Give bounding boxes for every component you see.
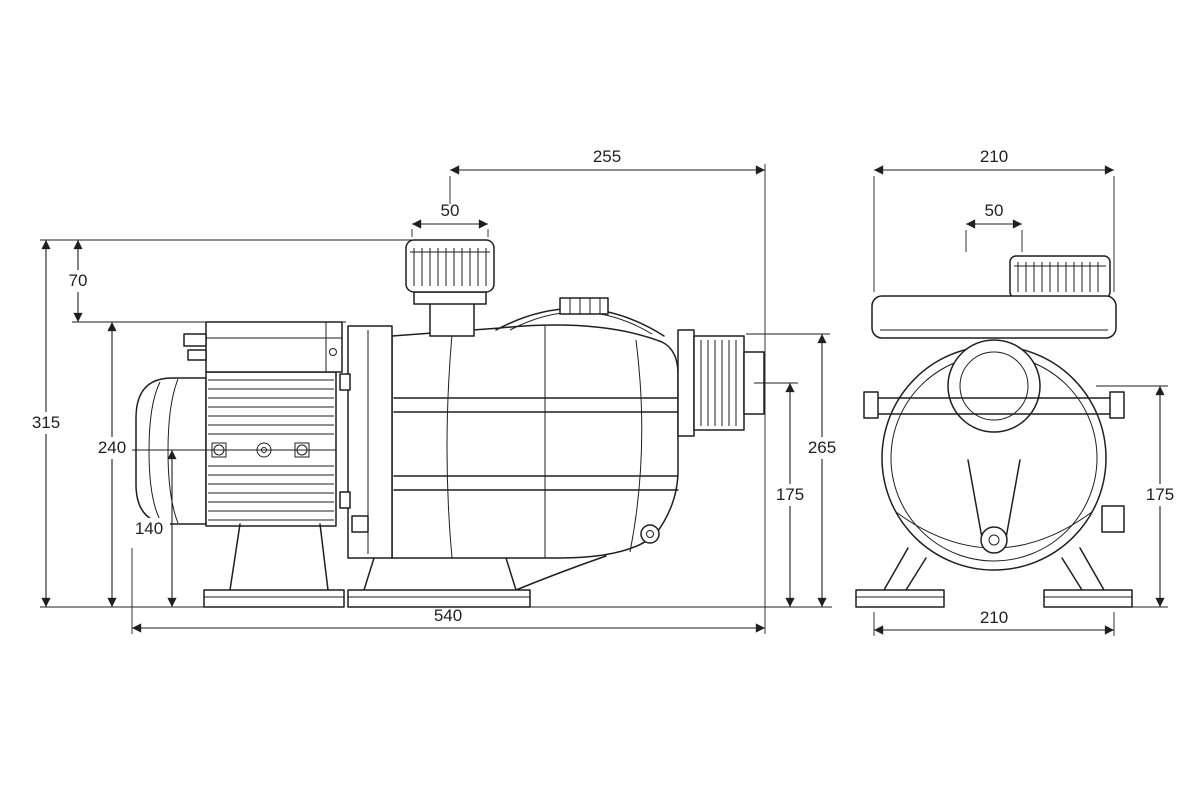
dim-side-outlet-top-height: 265 [802,334,842,607]
dim-side-lid-to-outlet: 255 [450,147,765,175]
dim-side-motor-height: 240 [92,322,132,607]
strainer-lid [405,239,495,337]
dim-label-175-front: 175 [1146,485,1174,504]
front-view [855,255,1133,608]
dim-label-240: 240 [98,438,126,457]
drain-plug [640,524,660,544]
front-clamp-band [863,391,1125,419]
dim-front-axis-height: 175 [1140,386,1180,607]
inlet-window [947,339,1041,433]
pump-base [203,523,607,608]
dim-front-lid-opening: 50 [966,201,1022,229]
extension-lines [40,164,1168,636]
side-lug [1101,505,1125,533]
mounting-plate [339,325,393,559]
cable-gland [183,333,207,347]
dim-label-540: 540 [434,606,462,625]
dim-side-outlet-axis-height: 175 [770,383,810,607]
dim-side-axis-height: 140 [128,450,177,607]
dim-label-50-side: 50 [441,201,460,220]
dim-front-top-width: 210 [874,147,1114,175]
dim-label-140: 140 [135,519,163,538]
dim-label-175-side: 175 [776,485,804,504]
motor-end-cap [135,377,207,525]
terminal-box [183,321,343,373]
front-top-plate [871,295,1117,339]
dim-label-70: 70 [69,271,88,290]
dim-label-265: 265 [808,438,836,457]
front-drain-bracket [967,459,1021,554]
dim-label-255: 255 [593,147,621,166]
dim-label-210-top: 210 [980,147,1008,166]
front-lid [1009,255,1111,299]
dim-label-210-bottom: 210 [980,608,1008,627]
outlet-union [677,329,765,437]
dim-label-315: 315 [32,413,60,432]
front-legs [855,547,1133,608]
dim-side-total-length: 540 [132,606,765,633]
side-view [135,239,765,608]
dim-front-base-width: 210 [874,608,1114,635]
dome-handle [559,297,609,315]
dim-side-lid-width: 50 [412,201,488,229]
front-body [863,339,1125,571]
pump-tank-body [391,297,679,559]
strainer-neck [429,301,475,337]
dim-label-50-front: 50 [985,201,1004,220]
dim-side-total-height: 315 [26,240,66,607]
motor [135,321,343,527]
dim-side-top-offset: 70 [60,240,96,322]
